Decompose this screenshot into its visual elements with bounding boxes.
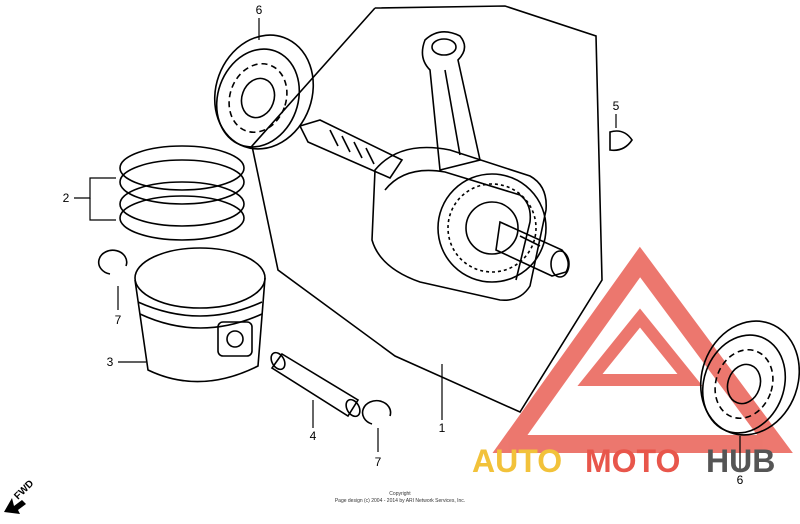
bearing-bottom — [699, 320, 800, 436]
watermark-moto: MOTO — [585, 443, 680, 479]
watermark-auto: AUTO — [472, 443, 562, 479]
piston — [134, 247, 266, 383]
watermark-logo-icon — [492, 246, 793, 453]
watermark-text: AUTO MOTO HUB — [472, 443, 775, 479]
piston-pin — [270, 351, 361, 418]
crankshaft-assembly — [251, 5, 603, 414]
clip-left — [97, 249, 128, 275]
clip-right — [361, 399, 392, 425]
copyright-line-1: Copyright — [389, 491, 411, 497]
callout-key: 5 — [613, 99, 620, 113]
callout-piston: 3 — [107, 355, 114, 369]
bearing-top — [213, 34, 315, 150]
callout-piston-rings: 2 — [63, 191, 70, 205]
callout-clip-left: 7 — [115, 313, 122, 327]
arrow-down-left-icon — [4, 498, 26, 514]
direction-indicator: FWD — [4, 478, 36, 514]
callout-piston-pin: 4 — [310, 429, 317, 443]
watermark-hub: HUB — [706, 443, 775, 479]
direction-label: FWD — [12, 478, 36, 502]
callout-crankshaft: 1 — [439, 421, 446, 435]
callout-bearing-bottom: 6 — [737, 473, 744, 487]
leader-lines — [74, 18, 741, 470]
copyright-line-2: Page design (c) 2004 - 2014 by ARI Netwo… — [335, 498, 465, 504]
piston-rings — [119, 145, 245, 241]
key — [609, 130, 633, 152]
callout-bearing-top: 6 — [256, 3, 263, 17]
callout-clip-right: 7 — [375, 455, 382, 469]
